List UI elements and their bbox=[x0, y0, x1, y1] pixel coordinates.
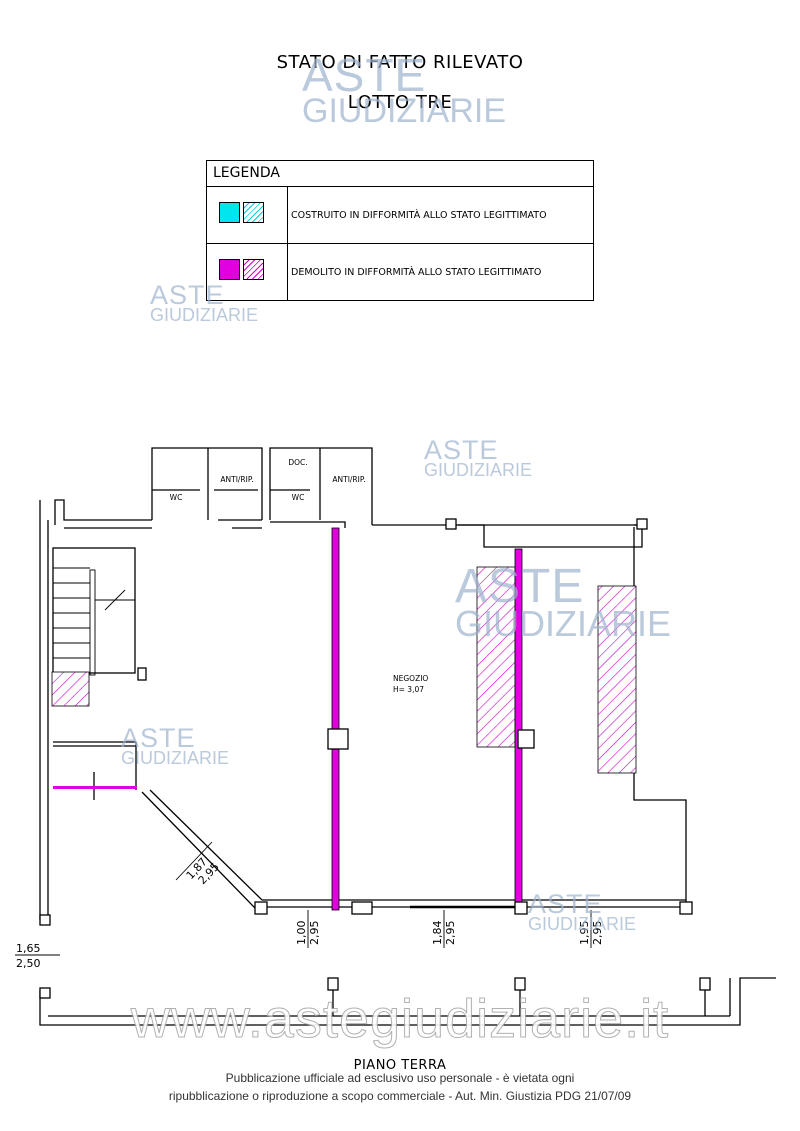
footer-line-2: ripubblicazione o riproduzione a scopo c… bbox=[168, 1089, 632, 1103]
demolished-wall-1 bbox=[331, 527, 340, 911]
room-label-wc-left: WC bbox=[170, 493, 183, 502]
room-label-height: H= 3,07 bbox=[393, 685, 424, 694]
legend-label: COSTRUITO IN DIFFORMITÀ ALLO STATO LEGIT… bbox=[291, 209, 547, 221]
watermark-site: www.astegiudiziarie.it bbox=[130, 989, 670, 1050]
dim-left-bottom: 2,50 bbox=[16, 957, 41, 970]
dim-3-bottom: 2,95 bbox=[591, 921, 604, 946]
page-title: STATO DI FATTO RILEVATO bbox=[276, 52, 524, 73]
watermark-logo: ASTE GIUDIZIARIE bbox=[424, 435, 533, 481]
page-subtitle: LOTTO TRE bbox=[347, 92, 453, 113]
hatched-area-right bbox=[597, 585, 637, 774]
room-label-anti-left: ANTI/RIP. bbox=[220, 475, 253, 484]
dim-3-top: 1,95 bbox=[578, 921, 591, 946]
watermark-logo: ASTE GIUDIZIARIE bbox=[455, 560, 672, 645]
legend-box: LEGENDA COSTRUITO IN DIFFORMITÀ ALLO STA… bbox=[206, 160, 594, 301]
legend-label: DEMOLITO IN DIFFORMITÀ ALLO STATO LEGITT… bbox=[291, 266, 542, 278]
magenta-hatched-swatch bbox=[243, 259, 264, 280]
cyan-solid-swatch bbox=[219, 202, 240, 223]
dim-2-bottom: 2,95 bbox=[444, 921, 457, 946]
dim-1-top: 1,00 bbox=[295, 921, 308, 946]
hatched-area-stair bbox=[51, 671, 90, 707]
magenta-solid-swatch bbox=[219, 259, 240, 280]
watermark-logo: ASTE GIUDIZIARIE bbox=[528, 889, 637, 935]
watermark-logo: ASTE GIUDIZIARIE bbox=[302, 49, 507, 131]
demolished-wall-3 bbox=[53, 786, 137, 789]
wc-block-left bbox=[151, 447, 263, 520]
watermark-logo: ASTE GIUDIZIARIE bbox=[121, 723, 230, 769]
watermark-logo: ASTE GIUDIZIARIE bbox=[150, 280, 259, 326]
legend-item-built: COSTRUITO IN DIFFORMITÀ ALLO STATO LEGIT… bbox=[207, 187, 593, 244]
wc-block-right bbox=[269, 447, 373, 525]
room-label-anti-right: ANTI/RIP. bbox=[332, 475, 365, 484]
legend-item-demolished: DEMOLITO IN DIFFORMITÀ ALLO STATO LEGITT… bbox=[207, 244, 593, 300]
cyan-hatched-swatch bbox=[243, 202, 264, 223]
room-label-doc: DOC. bbox=[288, 458, 307, 467]
legend-heading: LEGENDA bbox=[207, 161, 593, 187]
dim-1-bottom: 2,95 bbox=[308, 921, 321, 946]
hatched-area-center bbox=[476, 566, 516, 748]
room-label-negozio: NEGOZIO bbox=[393, 674, 428, 683]
room-label-wc-right: WC bbox=[292, 493, 305, 502]
plan-label: PIANO TERRA bbox=[353, 1058, 447, 1073]
footer-line-1: Pubblicazione ufficiale ad esclusivo uso… bbox=[225, 1071, 575, 1085]
dim-left-top: 1,65 bbox=[16, 942, 41, 955]
dim-2-top: 1,84 bbox=[431, 921, 444, 946]
